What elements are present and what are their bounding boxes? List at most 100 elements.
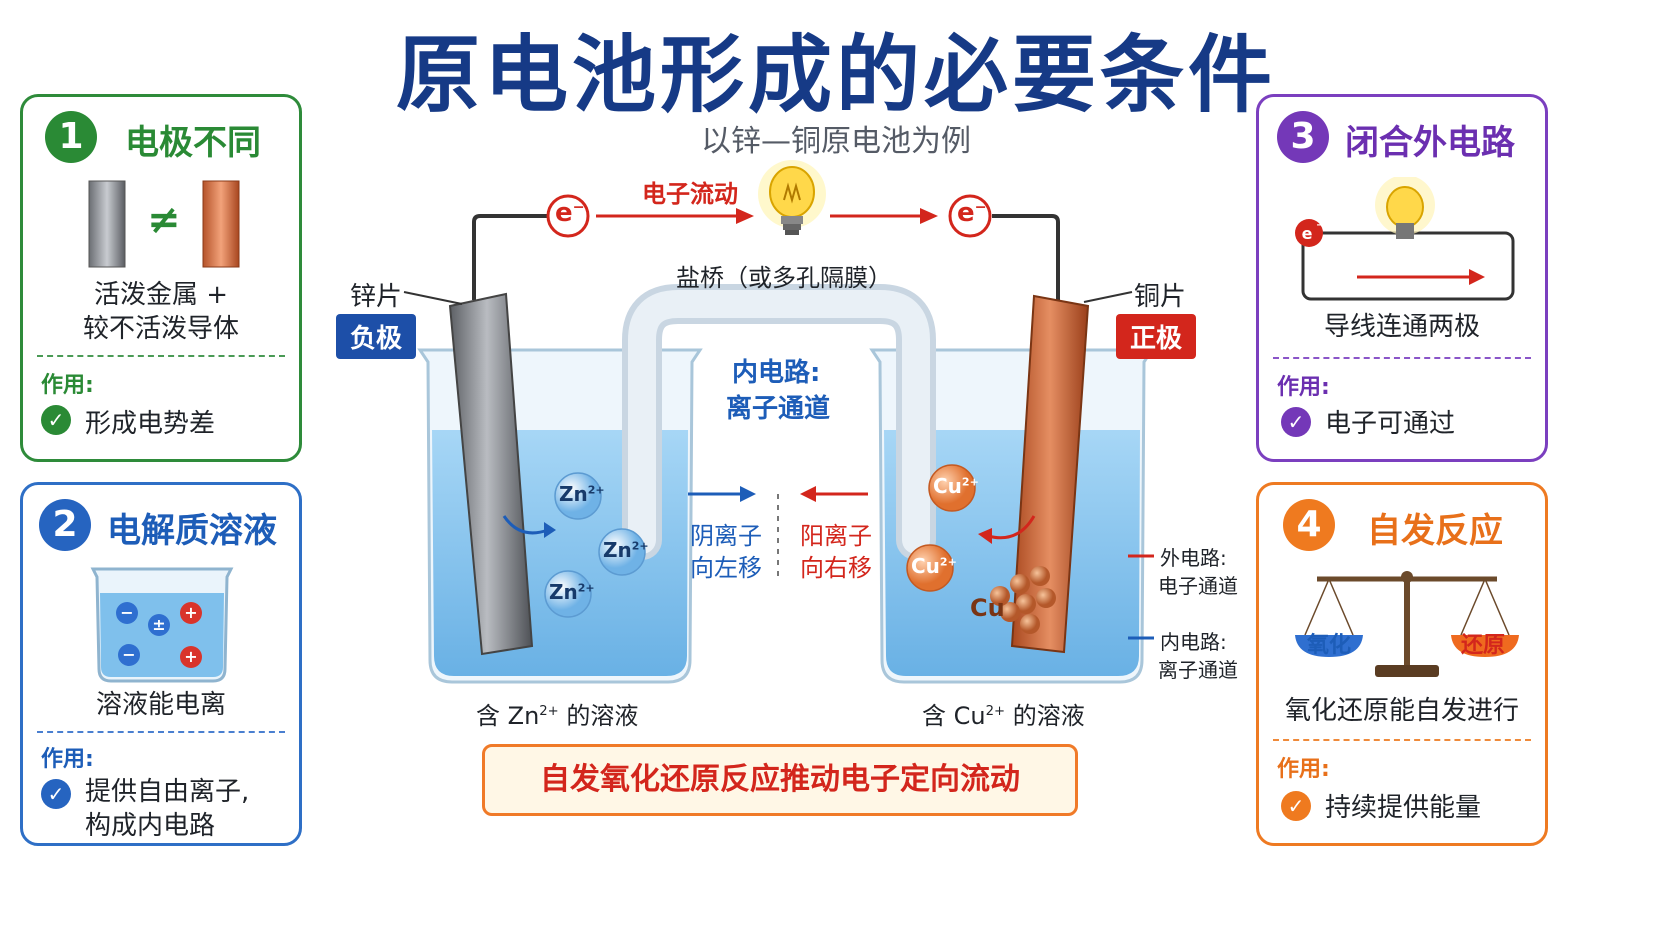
- legend-outer-line2: 电子通道: [1158, 574, 1238, 598]
- electrolyte-desc: 溶液能电离: [95, 690, 226, 720]
- role-text-line2: 构成内电路: [85, 811, 216, 841]
- svg-text:+: +: [184, 647, 197, 666]
- circuit-desc: 导线连通两极: [1323, 312, 1480, 342]
- zn-ion-icon: [598, 528, 646, 576]
- oxidation-label: 氧化: [1307, 633, 1352, 658]
- svg-text:−: −: [120, 603, 133, 622]
- cation-label-line2: 向右移: [800, 554, 872, 582]
- check-icon: ✓: [41, 405, 71, 435]
- card-different-electrodes: 1 电极不同 ≠ 活泼金属 + 较不活泼导体 作用: ✓ 形成电势差: [20, 94, 302, 462]
- electrolyte-beaker-illustration: − + ± − +: [90, 567, 234, 683]
- card-spontaneous-reaction: 4 自发反应 氧化 还原 氧化还原能自发进行 作用: ✓ 持续提供能量: [1256, 482, 1548, 846]
- zinc-label: 锌片: [350, 282, 403, 312]
- reaction-desc: 氧化还原能自发进行: [1284, 696, 1519, 726]
- cu-metal-label: Cu: [970, 594, 1005, 622]
- positive-pole-badge: 正极: [1116, 314, 1197, 359]
- electron-icon: [1295, 219, 1323, 247]
- ion-pair-icon: [148, 614, 170, 636]
- electron-flow-arrow: [736, 208, 754, 224]
- svg-text:−: −: [1316, 220, 1324, 231]
- not-equal-icon: ≠: [147, 197, 181, 243]
- legend-inner-line1: 内电路:: [1160, 630, 1227, 654]
- legend-outer-line1: 外电路:: [1160, 546, 1227, 570]
- inner-circuit-label-line2: 离子通道: [726, 394, 831, 424]
- svg-text:e: e: [1302, 224, 1313, 243]
- reduction-label: 还原: [1461, 633, 1506, 658]
- electrode-desc-line2: 较不活泼导体: [82, 314, 239, 344]
- deposited-copper: [990, 566, 1056, 634]
- right-wire: [992, 214, 1060, 300]
- electron-symbol: e−: [957, 198, 987, 228]
- card-heading: 闭合外电路: [1345, 123, 1515, 163]
- svg-text:+: +: [184, 603, 197, 622]
- svg-text:−: −: [122, 645, 135, 664]
- cation-label-line1: 阳离子: [800, 522, 872, 550]
- role-label: 作用:: [1277, 375, 1330, 400]
- role-label: 作用:: [41, 373, 94, 398]
- closed-circuit-illustration: e −: [1295, 177, 1515, 301]
- cation-icon: [180, 646, 202, 668]
- page-title: 原电池形成的必要条件: [395, 26, 1276, 124]
- anion-icon: [116, 602, 138, 624]
- conclusion-banner: 自发氧化还原反应推动电子定向流动: [482, 744, 1078, 816]
- zn-ion-label: Zn2+: [549, 580, 595, 604]
- check-icon: ✓: [1281, 407, 1311, 437]
- zn-dissolve-arrow: [544, 522, 556, 538]
- electron-flow-label: 电子流动: [642, 180, 738, 208]
- oxidation-pan-icon: [1295, 635, 1363, 657]
- reduction-pan-icon: [1451, 635, 1519, 657]
- electron-icon: [546, 194, 590, 238]
- anion-label-line2: 向左移: [690, 554, 762, 582]
- electrode-desc-line1: 活泼金属 +: [93, 280, 229, 310]
- role-text: 形成电势差: [85, 409, 216, 439]
- card-electrolyte: 2 电解质溶液 − + ± − + 溶液能电离 作用: ✓ 提供自由离子, 构成…: [20, 482, 302, 846]
- cation-icon: [180, 602, 202, 624]
- card-heading: 电极不同: [125, 123, 261, 163]
- card-heading: 自发反应: [1367, 511, 1503, 551]
- divider: [1273, 357, 1531, 359]
- balance-scale-illustration: [1295, 571, 1519, 677]
- right-solution-label: 含 Cu2+ 的溶液: [922, 702, 1085, 730]
- card-closed-circuit: 3 闭合外电路 e − 导线连通两极 作用: ✓ 电子可通过: [1256, 94, 1548, 462]
- divider: [37, 731, 285, 733]
- copper-label: 铜片: [1134, 282, 1187, 312]
- zinc-electrode: [448, 292, 534, 656]
- cu-ion-icon: [906, 544, 954, 592]
- zn-ion-icon: [554, 472, 602, 520]
- check-icon: ✓: [41, 779, 71, 809]
- role-label: 作用:: [1277, 757, 1330, 782]
- cation-migration-arrow: [800, 486, 816, 502]
- card-number: 1: [45, 111, 97, 163]
- role-label: 作用:: [41, 747, 94, 772]
- page-subtitle: 以锌—铜原电池为例: [701, 124, 971, 159]
- check-icon: ✓: [1281, 791, 1311, 821]
- light-bulb-icon: [769, 166, 815, 218]
- cu-ion-icon: [928, 464, 976, 512]
- left-solution-label: 含 Zn2+ 的溶液: [476, 702, 639, 730]
- card-number: 3: [1277, 111, 1329, 163]
- divider: [37, 355, 285, 357]
- cu-ion-label: Cu2+: [911, 554, 957, 578]
- card-heading: 电解质溶液: [107, 511, 277, 551]
- anion-icon: [118, 644, 140, 666]
- electron-flow-arrow: [920, 208, 938, 224]
- zn-ion-label: Zn2+: [559, 482, 605, 506]
- role-text-line1: 提供自由离子,: [85, 777, 250, 807]
- card-number: 2: [39, 499, 91, 551]
- copper-strip-icon: [202, 180, 240, 268]
- legend-inner-line2: 离子通道: [1158, 658, 1238, 682]
- electron-symbol: e−: [555, 198, 585, 228]
- negative-pole-badge: 负极: [336, 314, 417, 359]
- left-wire: [472, 214, 548, 300]
- zn-ion-icon: [544, 570, 592, 618]
- electron-icon: [948, 194, 992, 238]
- inner-circuit-label-line1: 内电路:: [732, 358, 821, 388]
- card-number: 4: [1283, 499, 1335, 551]
- svg-text:±: ±: [152, 615, 165, 634]
- anion-label-line1: 阴离子: [690, 522, 762, 550]
- cu-deposit-arrow: [978, 528, 992, 544]
- salt-bridge-label: 盐桥（或多孔隔膜）: [676, 264, 892, 292]
- electrode-comparison-illustration: [88, 180, 240, 268]
- divider: [1273, 739, 1531, 741]
